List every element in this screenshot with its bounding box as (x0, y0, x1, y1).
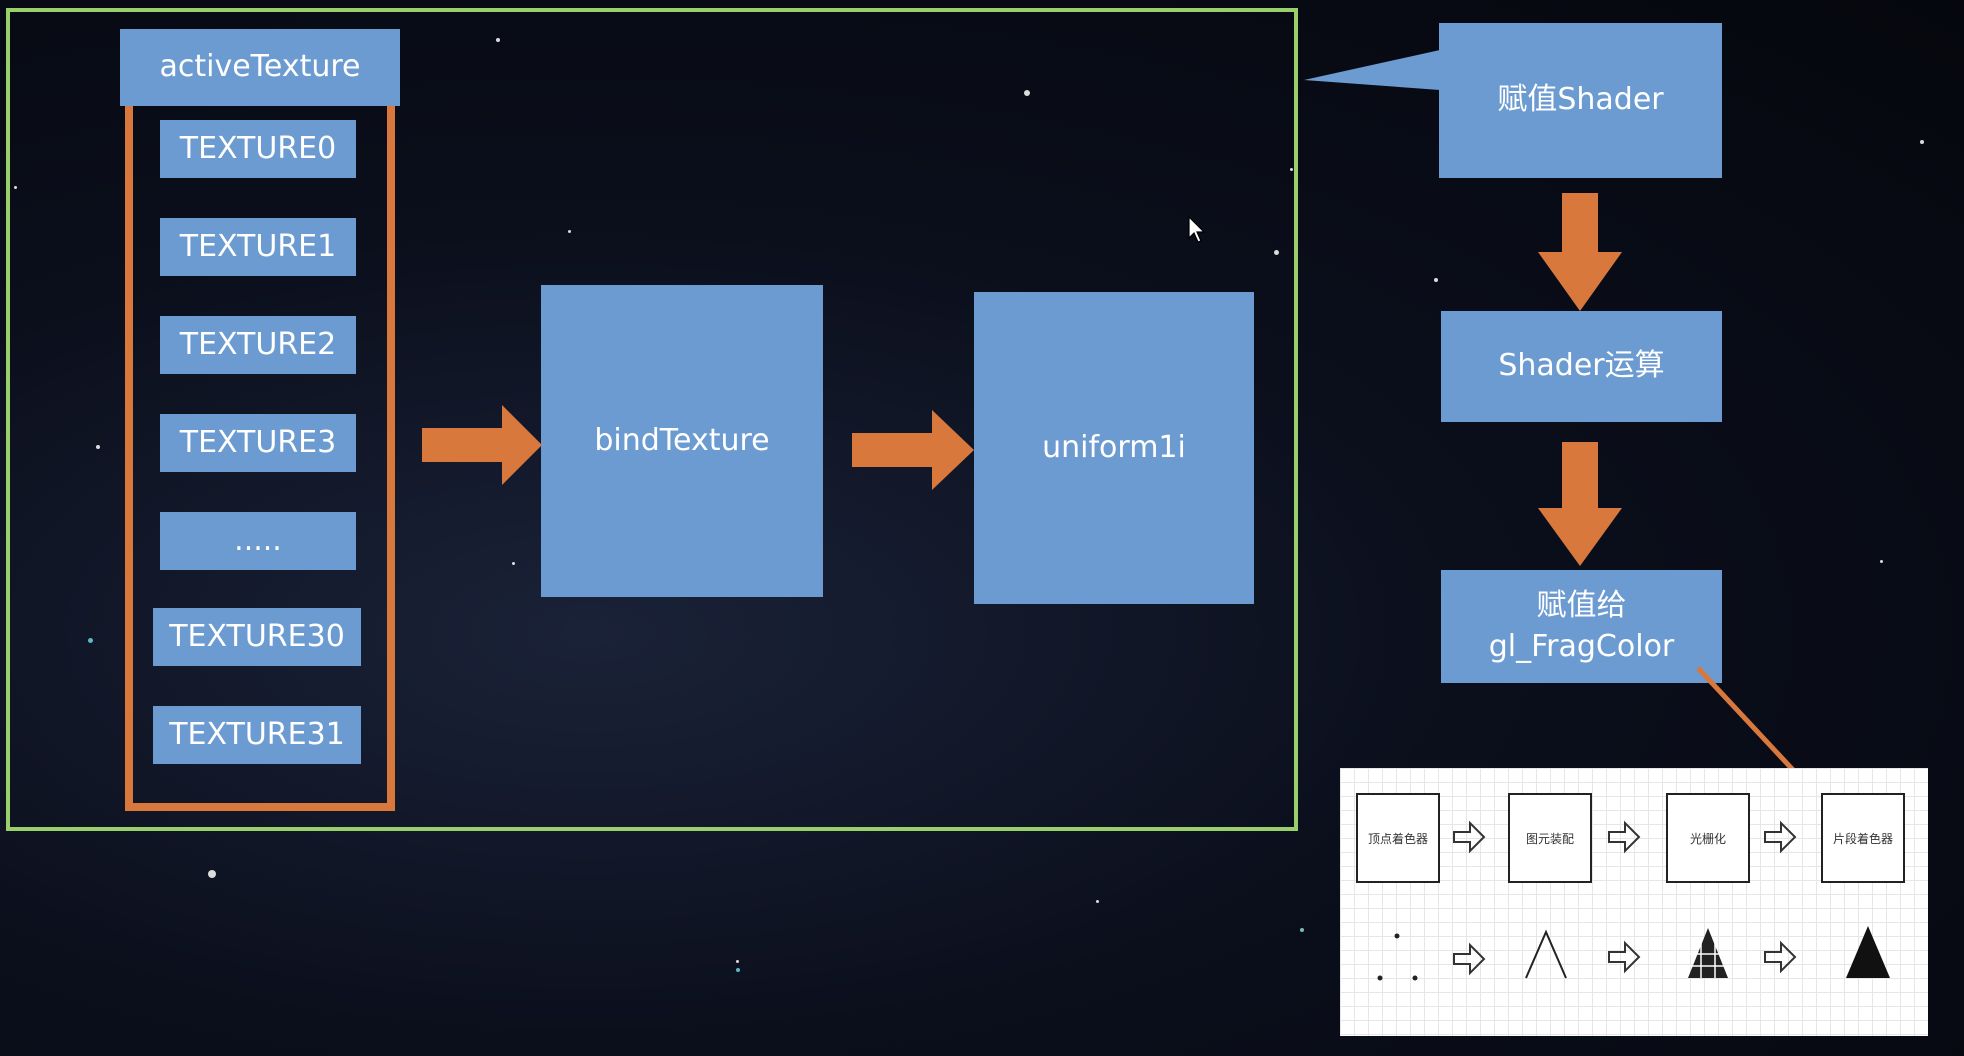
texture-box-2: TEXTURE2 (160, 316, 356, 374)
assign-shader-box: 赋值Shader (1439, 23, 1722, 178)
uniform1i-box: uniform1i (974, 292, 1254, 604)
stage-primitive-assembly: 图元装配 (1508, 793, 1592, 883)
texture-box-30: TEXTURE30 (153, 608, 361, 666)
texture-box-1: TEXTURE1 (160, 218, 356, 276)
texture-list-bracket (125, 105, 395, 811)
texture-box-0: TEXTURE0 (160, 120, 356, 178)
hollow-arrow-icon (1453, 820, 1797, 854)
hollow-arrow-icon (1453, 940, 1797, 976)
texture-box-ellipsis: ..... (160, 512, 356, 570)
arrow-down-2 (1538, 442, 1622, 566)
filled-triangle-icon (1846, 926, 1890, 978)
texture-box-31: TEXTURE31 (153, 706, 361, 764)
stage-fragment-shader: 片段着色器 (1821, 793, 1905, 883)
arrow-right-1 (422, 405, 542, 485)
arrow-down-1 (1538, 193, 1622, 311)
wire-triangle-icon (1525, 929, 1567, 979)
stage-vertex-shader: 顶点着色器 (1356, 793, 1440, 883)
pipeline-illustration: 顶点着色器 图元装配 光栅化 片段着色器 (1340, 768, 1928, 1036)
assign-fragcolor-line1: 赋值给 (1536, 588, 1627, 623)
callout-pointer (1304, 50, 1440, 90)
pipeline-drawing (1377, 820, 1890, 981)
shader-compute-box: Shader运算 (1441, 311, 1722, 422)
texture-box-3: TEXTURE3 (160, 414, 356, 472)
assign-fragcolor-box: 赋值给 gl_FragColor (1441, 570, 1722, 683)
raster-triangle-icon (1688, 928, 1728, 978)
green-frame (6, 8, 1298, 831)
assign-fragcolor-line2: gl_FragColor (1488, 628, 1675, 664)
arrow-right-2 (852, 410, 974, 490)
bind-texture-box: bindTexture (541, 285, 823, 597)
stage-rasterization: 光栅化 (1666, 793, 1750, 883)
mouse-cursor-icon (1188, 216, 1206, 243)
active-texture-box: activeTexture (120, 29, 400, 106)
vertex-dots-icon (1377, 933, 1418, 981)
